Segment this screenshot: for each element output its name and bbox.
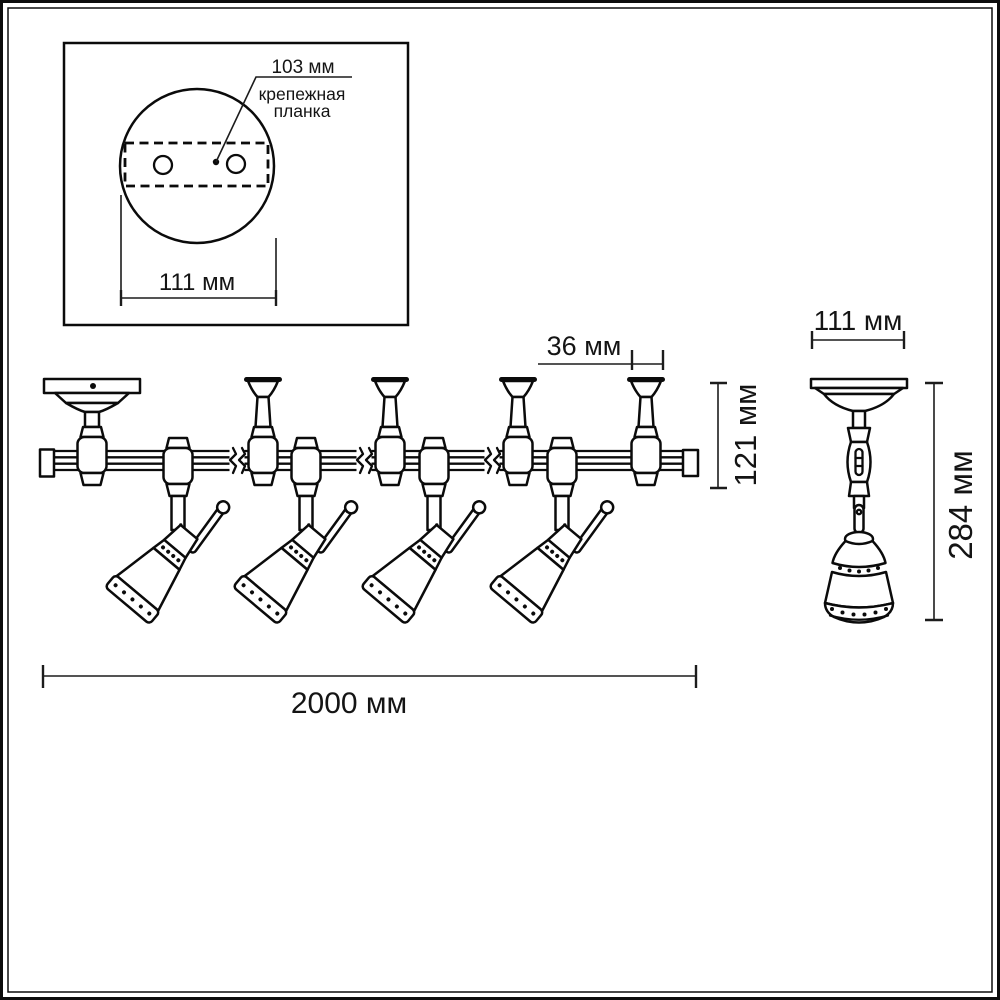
fixture-canopy-plate [809, 377, 909, 390]
fixture-width-label: 111 мм [814, 305, 903, 336]
canopy-diameter-label: 111 мм [159, 269, 235, 296]
single-fixture-drawing [809, 377, 909, 624]
track-height-dimension: 121 мм [710, 381, 763, 490]
callout-text-line2: планка [274, 101, 331, 121]
mounting-bar-dashed-outline [123, 141, 270, 188]
fixture-height-dimension: 284 мм [925, 381, 979, 622]
rail-break-2 [355, 445, 374, 478]
rail-end-cap-right [681, 448, 700, 478]
mounting-inset-panel: 103 мм крепежная планка 111 мм [62, 41, 410, 327]
single-fixture-view: 111 мм [809, 305, 979, 624]
rail-break-1 [228, 445, 247, 478]
mounting-hole-right [225, 153, 247, 175]
callout-leader-line [215, 76, 352, 163]
connector-width-label: 36 мм [547, 331, 622, 361]
callout-text-line1: крепежная [259, 84, 346, 104]
canopy-circle [118, 87, 276, 245]
plate-width-label: 103 мм [271, 57, 334, 78]
canopy-diameter-dimension: 111 мм [119, 195, 278, 306]
rail-end-cap-left [38, 448, 56, 478]
mounting-bar-callout: 103 мм крепежная планка [212, 57, 352, 166]
track-length-label: 2000 мм [291, 687, 407, 720]
track-view: 36 мм 121 мм 2000 мм [38, 331, 763, 720]
mounting-hole-left [152, 154, 174, 176]
fixture-height-label: 284 мм [942, 450, 979, 560]
inner-frame [7, 7, 993, 993]
track-length-dimension: 2000 мм [41, 665, 698, 720]
shade-flare [831, 539, 887, 569]
track-height-label: 121 мм [728, 384, 763, 487]
connector-width-dimension: 36 мм [538, 331, 665, 370]
shade-body [823, 570, 895, 609]
fixture-width-dimension: 111 мм [810, 305, 906, 349]
rail-break-3 [483, 445, 502, 478]
